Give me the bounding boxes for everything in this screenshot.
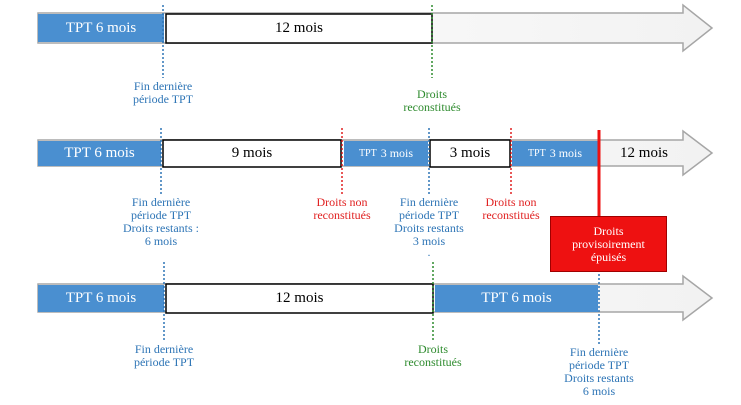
row2-9mois-box bbox=[162, 139, 342, 168]
row3-12mois-label: 12 mois bbox=[275, 290, 324, 306]
row2-3mois-label: 3 mois bbox=[449, 145, 491, 161]
row1-tpt-label: TPT 6 mois bbox=[65, 19, 137, 36]
row3-tpt-box-2 bbox=[435, 285, 598, 312]
row3-tpt-box bbox=[38, 285, 164, 312]
row2-9mois-label: 9 mois bbox=[231, 145, 273, 161]
row2-tpt-small-box-2 bbox=[512, 141, 598, 166]
row1-tpt-box bbox=[38, 14, 164, 42]
row2-tpt-box bbox=[38, 141, 161, 166]
row2-tpt-label: TPT 6 mois bbox=[64, 145, 135, 161]
row2-tpt-small-box-1 bbox=[344, 141, 428, 166]
row1-12mois-box bbox=[165, 13, 433, 44]
row2-tpt-small-label-2: TPT 3 mois bbox=[527, 146, 583, 160]
row2-tpt-small-label-1: TPT 3 mois bbox=[358, 146, 414, 160]
row2-12mois-label: 12 mois bbox=[620, 145, 668, 161]
row3-tpt-label: TPT 6 mois bbox=[65, 290, 137, 306]
row1-12mois-label: 12 mois bbox=[275, 20, 323, 36]
row3-tpt-label-2: TPT 6 mois bbox=[481, 290, 552, 306]
row3-12mois-box bbox=[165, 283, 434, 314]
row2-3mois-box bbox=[429, 139, 511, 168]
